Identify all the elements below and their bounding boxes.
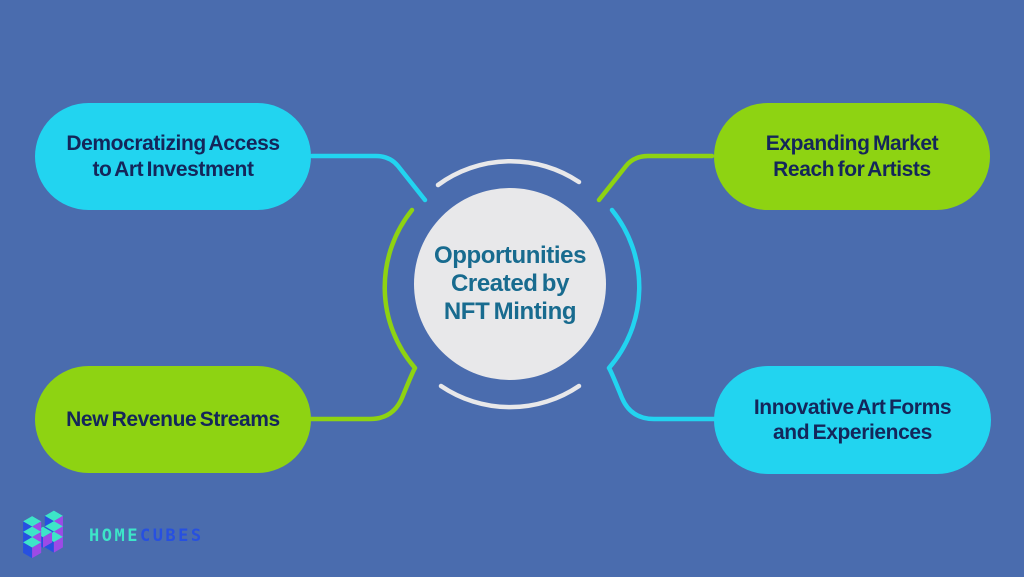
ring-arc-bottom xyxy=(438,383,582,410)
node-democratizing-access: Democratizing Access to Art Investment xyxy=(35,103,311,210)
logo-text-home: HOME xyxy=(89,526,140,546)
node-label-line: to Art Investment xyxy=(92,157,254,181)
center-title-line: Opportunities xyxy=(433,241,587,269)
node-label: Expanding Market Reach for Artists xyxy=(765,131,939,181)
ring-arc-top xyxy=(435,159,582,188)
connector-top-right xyxy=(596,153,715,203)
center-circle xyxy=(414,188,606,380)
node-label-line: Democratizing Access xyxy=(66,132,280,156)
center-title-line: NFT Minting xyxy=(443,298,577,326)
connector-bottom-left xyxy=(305,207,418,422)
node-label-line: Innovative Art Forms xyxy=(753,395,952,419)
node-expanding-market: Expanding Market Reach for Artists xyxy=(714,103,990,210)
node-label: Innovative Art Forms and Experiences xyxy=(753,395,952,445)
node-label-line: and Experiences xyxy=(773,421,932,444)
node-label: Democratizing Access to Art Investment xyxy=(66,131,280,181)
node-innovative-art: Innovative Art Forms and Experiences xyxy=(714,366,991,474)
connector-top-left xyxy=(309,153,428,203)
logo-text-cubes: CUBES xyxy=(139,526,204,546)
connector-bottom-right xyxy=(606,207,719,422)
cube-cluster xyxy=(23,510,63,559)
node-label-line: New Revenue Streams xyxy=(66,407,280,431)
center-title: Opportunities Created by NFT Minting xyxy=(415,189,605,379)
node-label: New Revenue Streams xyxy=(66,407,280,432)
node-new-revenue: New Revenue Streams xyxy=(35,366,311,473)
homecubes-logo: HOMECUBES xyxy=(14,508,204,564)
center-title-line: Created by xyxy=(450,269,570,297)
node-label-line: Expanding Market xyxy=(765,132,939,156)
homecubes-wordmark: HOMECUBES xyxy=(89,526,204,546)
node-label-line: Reach for Artists xyxy=(773,157,931,181)
homecubes-logo-icon xyxy=(23,510,63,559)
